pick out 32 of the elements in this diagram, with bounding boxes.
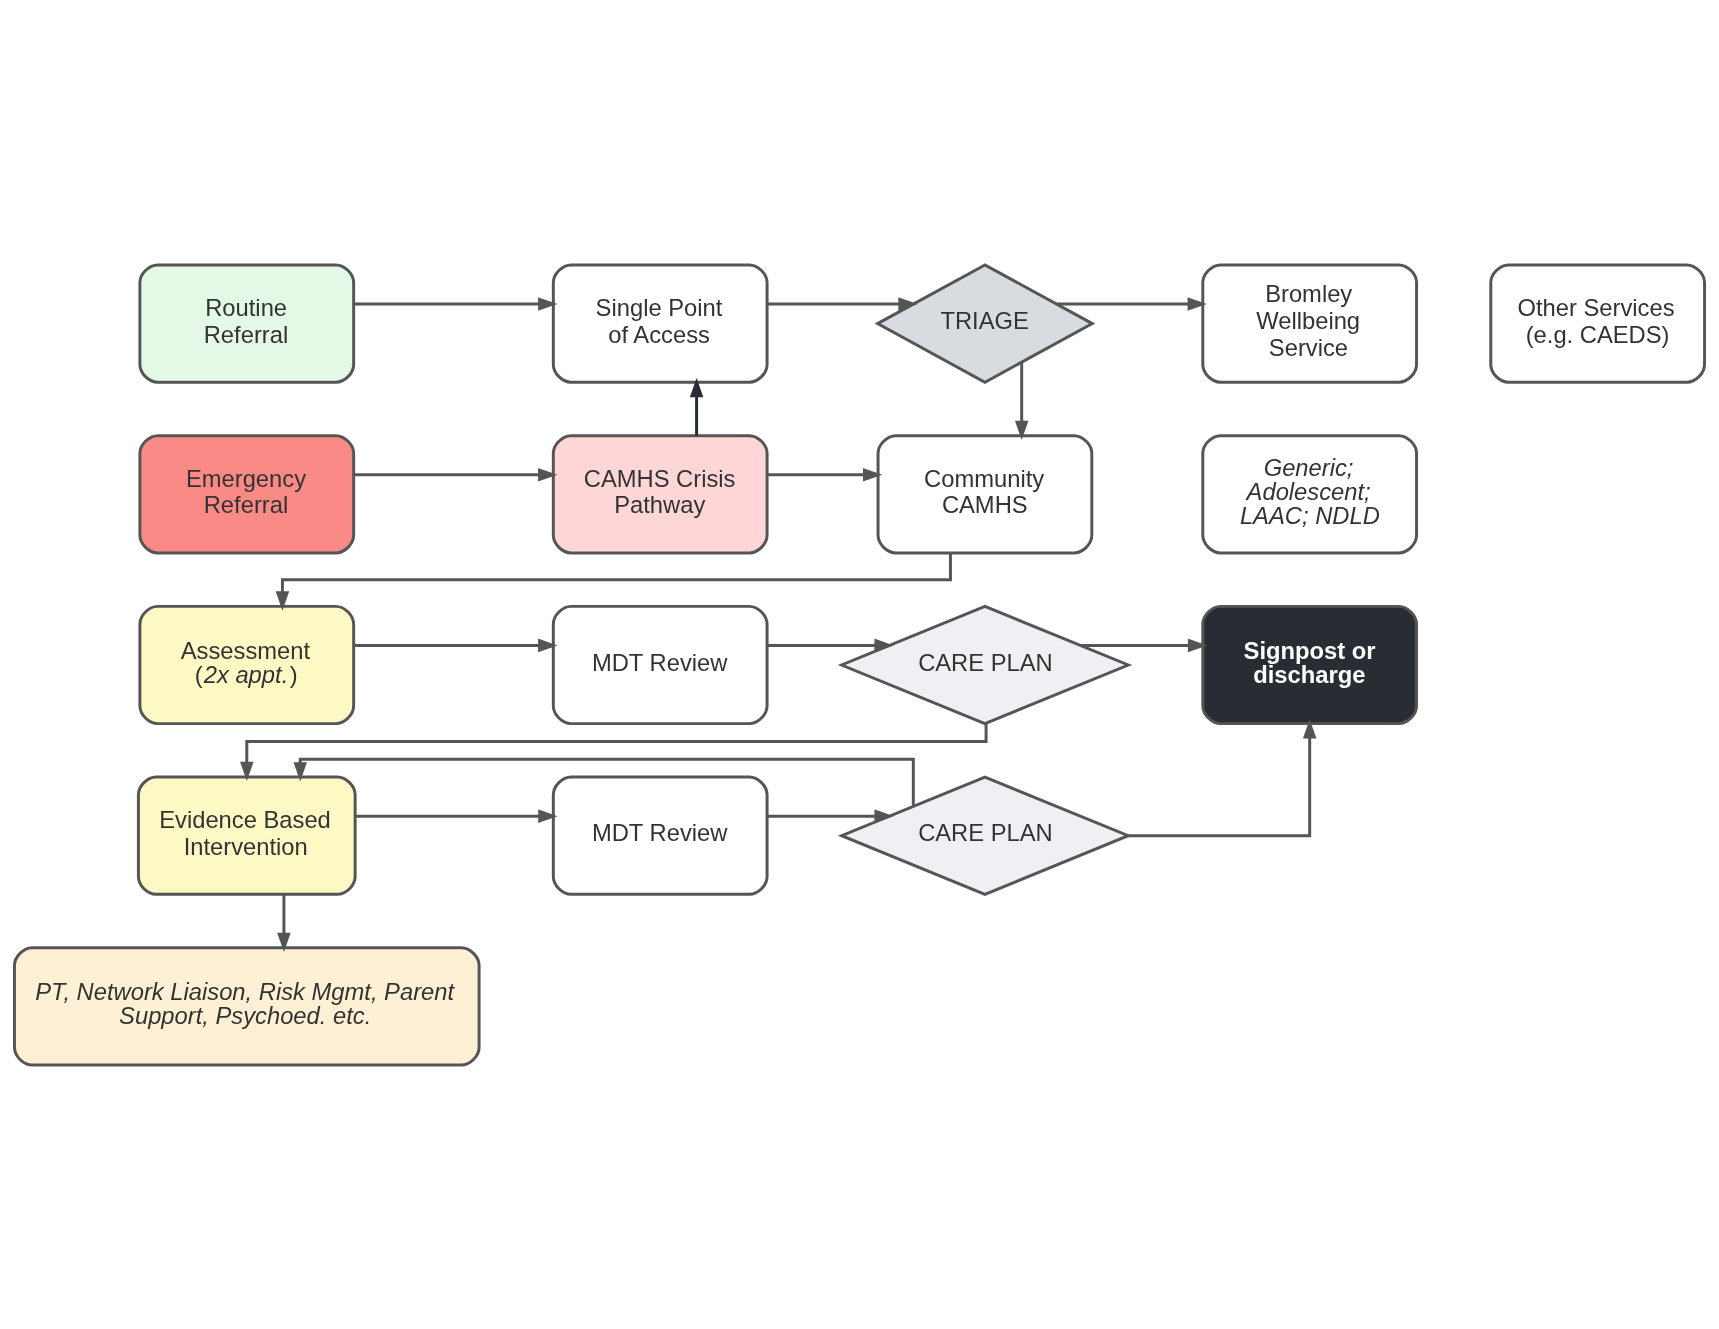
arrow (1014, 361, 1029, 440)
node-box: Routine Referral (138, 262, 356, 384)
arrow (355, 808, 558, 823)
arrow (353, 638, 558, 652)
node-box: PT, Network Liaison, Risk Mgmt, Parent Support, Psychoed. etc. (12, 945, 481, 1067)
arrow (689, 377, 704, 436)
node-box: Evidence Based Intervention (136, 775, 357, 896)
arrow (1080, 638, 1208, 652)
node-box: Community CAMHS (876, 433, 1094, 554)
arrow (767, 296, 918, 311)
arrow (353, 467, 558, 481)
arrow (767, 467, 883, 481)
node-box: Generic; Adolescent; LAAC; NDLD (1201, 433, 1419, 554)
arrow (293, 757, 915, 806)
node-box: CAMHS Crisis Pathway (551, 433, 769, 554)
arrow (1056, 296, 1207, 311)
node-box: Signpost or discharge (1201, 604, 1419, 725)
node-box: Single Point of Access (551, 262, 769, 384)
arrow (767, 638, 894, 652)
node-box: MDT Review (551, 604, 769, 725)
arrow (277, 893, 291, 952)
arrow (767, 808, 894, 823)
node-box: Emergency Referral (138, 433, 356, 554)
node-diamond: CARE PLAN (837, 604, 1133, 725)
node-box: Bromley Wellbeing Service (1201, 262, 1419, 384)
node-box: Assessment (2x appt.) (138, 604, 356, 725)
arrow (353, 296, 558, 311)
node-box: Other Services (e.g. CAEDS) (1489, 262, 1707, 384)
arrow (1128, 718, 1317, 837)
node-diamond: TRIAGE (874, 262, 1096, 384)
node-box: MDT Review (551, 775, 769, 896)
arrow (240, 722, 988, 781)
